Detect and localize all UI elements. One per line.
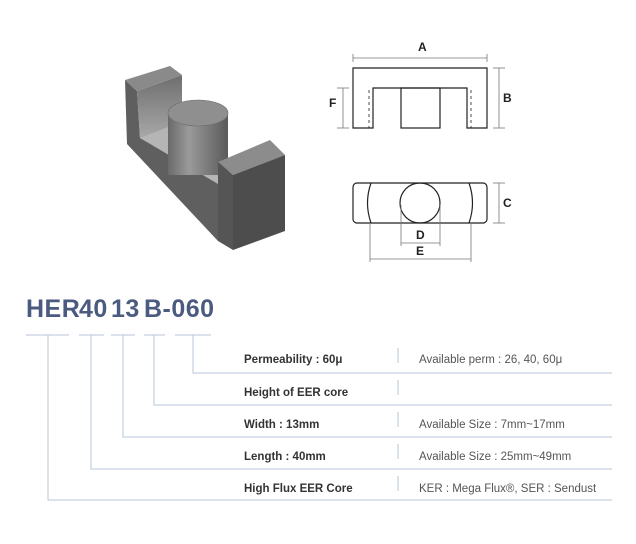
row-value-length: Available Size : 25mm~49mm (419, 451, 572, 463)
dimension-label-e: E (416, 244, 425, 258)
row-value-material: KER : Mega Flux®, SER : Sendust (419, 483, 597, 495)
side-view-drawing (337, 54, 505, 129)
row-value-permeability: Available perm : 26, 40, 60μ (419, 354, 563, 366)
dimension-label-d: D (416, 228, 425, 242)
code-series: HER (26, 295, 81, 323)
row-label-length: Length : 40mm (244, 451, 326, 463)
eer-core-3d-image (125, 66, 285, 250)
row-label-material: High Flux EER Core (244, 483, 353, 495)
dimension-label-a: A (418, 40, 427, 54)
dimension-label-f: F (329, 96, 337, 110)
code-length: 40 (79, 295, 108, 323)
dimension-label-b: B (503, 91, 512, 105)
code-width: 13 (111, 295, 140, 323)
row-label-height: Height of EER core (244, 387, 349, 399)
dimension-label-c: C (503, 196, 512, 210)
leader-lines (26, 334, 612, 501)
row-value-width: Available Size : 7mm~17mm (419, 419, 565, 431)
code-height-perm: B-060 (144, 295, 215, 323)
row-label-width: Width : 13mm (244, 419, 320, 431)
top-view-drawing (352, 182, 505, 262)
row-label-permeability: Permeability : 60μ (244, 354, 343, 366)
